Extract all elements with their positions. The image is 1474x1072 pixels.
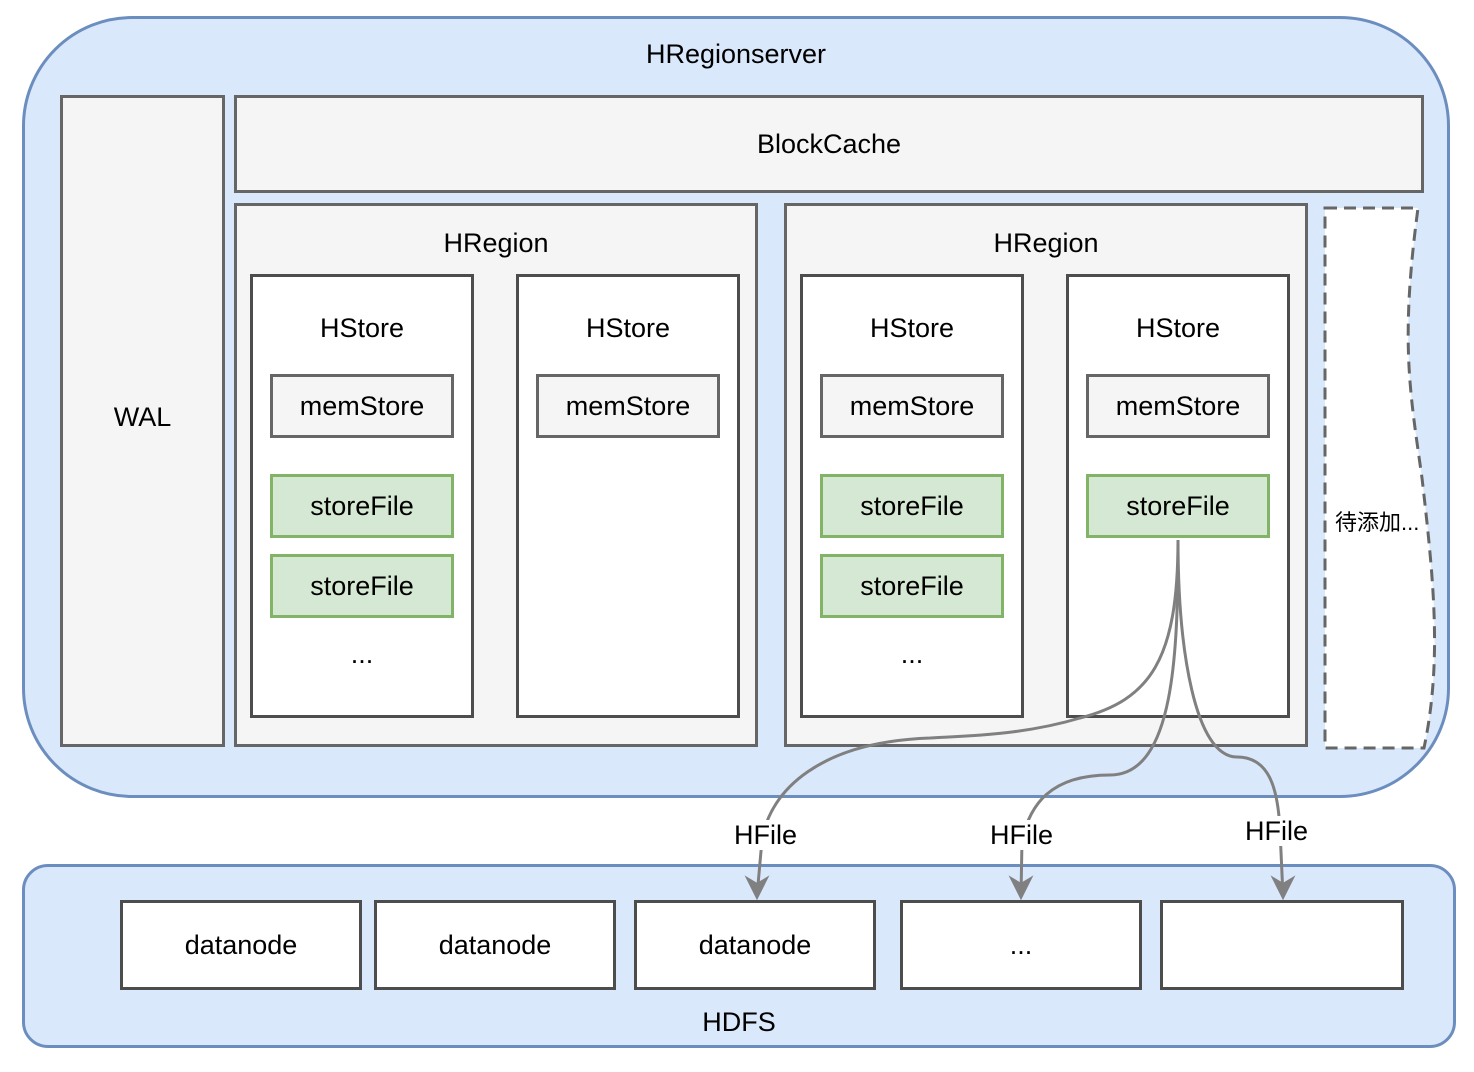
- hstore-title: HStore: [1135, 313, 1221, 343]
- hstore-1-2: HStore: [516, 274, 740, 718]
- storefile-label: storeFile: [1126, 490, 1230, 521]
- memstore-label: memStore: [565, 390, 691, 421]
- datanode-label: datanode: [438, 929, 552, 960]
- datanode-box-empty: [1160, 900, 1404, 990]
- wal-box: WAL: [60, 95, 225, 747]
- hregion-2-title: HRegion: [993, 228, 1099, 258]
- datanode-box: ...: [900, 900, 1142, 990]
- blockcache-label: BlockCache: [756, 128, 902, 159]
- storefile-label: storeFile: [310, 490, 414, 521]
- wal-label: WAL: [113, 401, 172, 432]
- memstore-box: memStore: [536, 374, 720, 438]
- hregion-1-title: HRegion: [443, 228, 549, 258]
- hstore-title: HStore: [585, 313, 671, 343]
- datanode-label: datanode: [184, 929, 298, 960]
- storefile-box-source: storeFile: [1086, 474, 1270, 538]
- hstore-more: ...: [350, 639, 374, 669]
- datanode-label: ...: [1009, 929, 1033, 960]
- storefile-label: storeFile: [310, 570, 414, 601]
- memstore-label: memStore: [299, 390, 425, 421]
- hstore-title: HStore: [319, 313, 405, 343]
- storefile-box: storeFile: [820, 474, 1004, 538]
- memstore-label: memStore: [849, 390, 975, 421]
- hfile-label-1: HFile: [732, 820, 800, 850]
- storefile-box: storeFile: [820, 554, 1004, 618]
- memstore-label: memStore: [1115, 390, 1241, 421]
- memstore-box: memStore: [270, 374, 454, 438]
- datanode-box: datanode: [634, 900, 876, 990]
- hdfs-title: HDFS: [702, 1007, 776, 1037]
- datanode-box: datanode: [120, 900, 362, 990]
- datanode-box: datanode: [374, 900, 616, 990]
- storefile-box: storeFile: [270, 474, 454, 538]
- hstore-title: HStore: [869, 313, 955, 343]
- storefile-label: storeFile: [860, 570, 964, 601]
- storefile-label: storeFile: [860, 490, 964, 521]
- hstore-more: ...: [900, 639, 924, 669]
- blockcache-box: BlockCache: [234, 95, 1424, 193]
- placeholder-label: 待添加...: [1335, 510, 1420, 535]
- hfile-label-3: HFile: [1243, 816, 1311, 846]
- memstore-box: memStore: [1086, 374, 1270, 438]
- memstore-box: memStore: [820, 374, 1004, 438]
- hregionserver-title: HRegionserver: [645, 39, 827, 69]
- hfile-label-2: HFile: [988, 820, 1056, 850]
- storefile-box: storeFile: [270, 554, 454, 618]
- placeholder-shape: [1323, 206, 1437, 750]
- datanode-label: datanode: [698, 929, 812, 960]
